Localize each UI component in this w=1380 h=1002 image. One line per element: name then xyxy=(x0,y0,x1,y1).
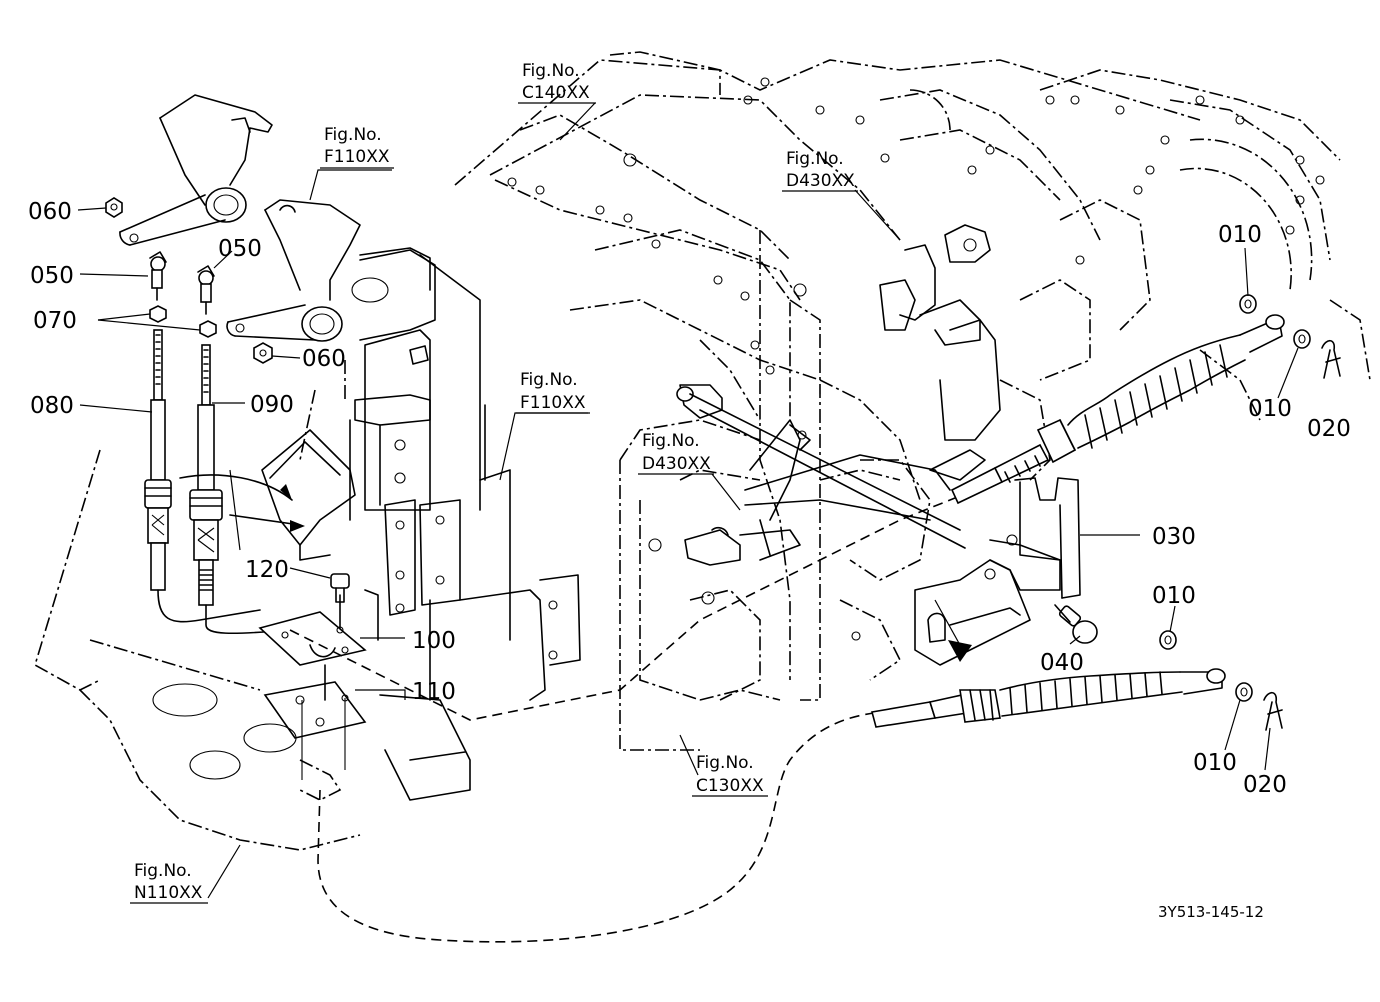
cable-lower-right xyxy=(871,668,1226,728)
nut-060-upper xyxy=(105,197,123,218)
cable-plate-100 xyxy=(258,594,367,666)
fig-ref-d430-mid-line2: D430XX xyxy=(642,454,711,474)
fig-ref-f110-top-line2: F110XX xyxy=(324,147,390,167)
part-label-010-bottom-b: 010 xyxy=(1193,750,1237,776)
drawing-code: 3Y513-145-12 xyxy=(1158,903,1264,921)
washer-010-b xyxy=(1293,329,1311,349)
middle-shift-linkage xyxy=(676,384,986,566)
cable-mounting-bracket xyxy=(261,249,481,641)
part-label-020-bottom: 020 xyxy=(1243,772,1287,798)
part-number-labels: 060 050 050 070 060 080 090 120 100 110 … xyxy=(28,199,1351,798)
cable-routing-arrows xyxy=(179,469,305,551)
fig-ref-c130-line2: C130XX xyxy=(696,776,764,796)
fig-ref-f110-mid-line2: F110XX xyxy=(520,393,586,413)
washer-010-d xyxy=(1235,682,1253,702)
part-label-080: 080 xyxy=(30,393,74,419)
part-label-070: 070 xyxy=(33,308,77,334)
part-label-060-lower: 060 xyxy=(302,346,346,372)
fig-ref-d430-top: Fig.No. D430XX xyxy=(782,149,858,192)
cable-upper-right xyxy=(950,314,1285,505)
part-label-100: 100 xyxy=(412,628,456,654)
fig-ref-c130-line1: Fig.No. xyxy=(696,753,754,773)
floor-plate-outline xyxy=(34,449,361,851)
side-panel-outline xyxy=(299,247,581,801)
bolt-120 xyxy=(330,573,350,603)
ball-joint-050-left xyxy=(149,251,167,301)
part-label-020-top: 020 xyxy=(1307,416,1351,442)
part-label-120: 120 xyxy=(245,557,289,583)
fig-ref-c140-line2: C140XX xyxy=(522,83,590,103)
fig-ref-n110-line2: N110XX xyxy=(134,883,203,903)
part-label-060-upper: 060 xyxy=(28,199,72,225)
fig-ref-n110-line1: Fig.No. xyxy=(134,861,192,881)
part-label-050-left: 050 xyxy=(30,263,74,289)
leader-lines xyxy=(77,102,1299,899)
part-label-030: 030 xyxy=(1152,524,1196,550)
part-label-050-right: 050 xyxy=(218,236,262,262)
part-label-110: 110 xyxy=(412,679,456,705)
clip-020-b xyxy=(1263,691,1283,731)
cable-plate-110 xyxy=(263,664,367,780)
fig-ref-c140-line1: Fig.No. xyxy=(522,61,580,81)
cable-090 xyxy=(189,344,291,635)
fig-ref-c130: Fig.No. C130XX xyxy=(692,753,768,797)
part-label-010-bottom-a: 010 xyxy=(1152,583,1196,609)
upper-shift-arm xyxy=(879,224,1001,441)
part-label-040: 040 xyxy=(1040,650,1084,676)
bolt-040 xyxy=(1054,604,1098,644)
lock-nut-070-left xyxy=(149,305,167,323)
fig-ref-d430-top-line2: D430XX xyxy=(786,171,855,191)
fig-ref-f110-top-line1: Fig.No. xyxy=(324,125,382,145)
fig-ref-f110-top: Fig.No. F110XX xyxy=(320,125,394,169)
part-label-010-top-b: 010 xyxy=(1248,396,1292,422)
shift-lever-assembly xyxy=(119,94,273,246)
fig-ref-n110: Fig.No. N110XX xyxy=(130,861,208,904)
washer-010-c xyxy=(1159,630,1177,650)
fig-ref-c140: Fig.No. C140XX xyxy=(518,61,596,104)
cable-080 xyxy=(144,329,261,623)
ball-joint-050-right xyxy=(197,265,215,315)
lock-nut-070-right xyxy=(199,320,217,338)
fig-ref-f110-mid-line1: Fig.No. xyxy=(520,370,578,390)
cable-holder-bracket-030 xyxy=(914,477,1081,666)
nut-060-lower xyxy=(253,342,273,364)
housing-bolt-holes xyxy=(507,77,1325,641)
part-label-010-top-a: 010 xyxy=(1218,222,1262,248)
transmission-housing-outline xyxy=(454,51,1371,751)
fig-ref-f110-mid: Fig.No. F110XX xyxy=(516,370,590,414)
fig-ref-d430-mid-line1: Fig.No. xyxy=(642,431,700,451)
washer-010-a xyxy=(1239,294,1257,314)
fig-ref-d430-mid: Fig.No. D430XX xyxy=(638,431,714,475)
lower-lever-assembly xyxy=(226,199,361,342)
part-label-090: 090 xyxy=(250,392,294,418)
clip-020-a xyxy=(1321,339,1341,379)
cable-routing-path xyxy=(289,479,1001,943)
fig-ref-d430-top-line1: Fig.No. xyxy=(786,149,844,169)
